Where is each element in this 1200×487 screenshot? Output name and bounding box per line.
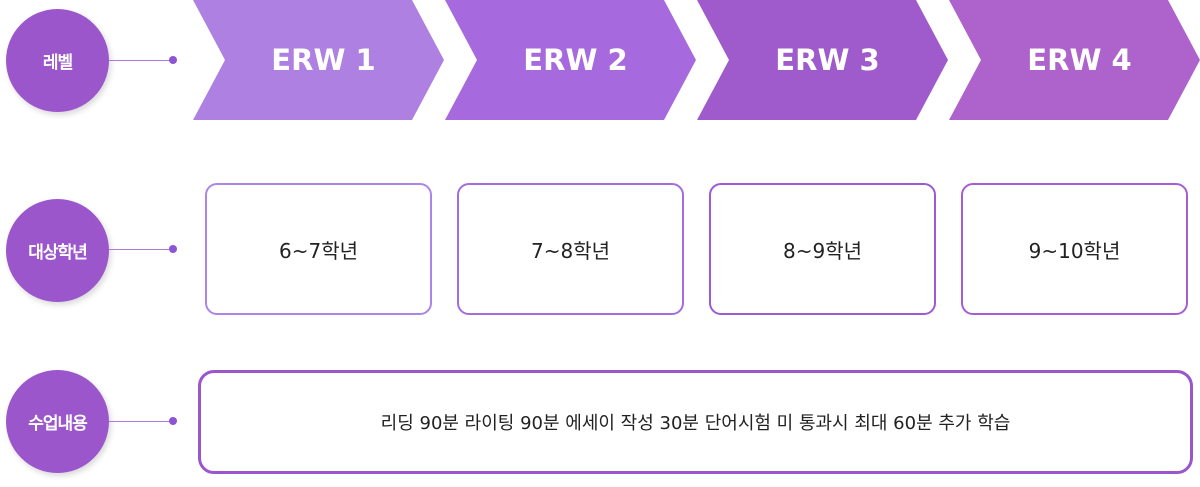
class-content-box: 리딩 90분 라이팅 90분 에세이 작성 30분 단어시험 미 통과시 최대 … bbox=[198, 370, 1193, 474]
level-chevron-erw2: ERW 2 bbox=[445, 0, 696, 120]
connector-dot bbox=[169, 417, 177, 425]
connector-line bbox=[109, 421, 173, 422]
grade-box-erw2: 7~8학년 bbox=[457, 183, 684, 315]
row-label-grade: 대상학년 bbox=[6, 199, 109, 302]
connector-line bbox=[109, 60, 173, 61]
row-label-level: 레벨 bbox=[6, 9, 109, 112]
level-chevron-erw3: ERW 3 bbox=[697, 0, 948, 120]
grade-box-erw1: 6~7학년 bbox=[205, 183, 432, 315]
level-chevron-erw4: ERW 4 bbox=[949, 0, 1200, 120]
grade-box-erw3: 8~9학년 bbox=[709, 183, 936, 315]
grade-box-erw4: 9~10학년 bbox=[961, 183, 1188, 315]
row-label-content: 수업내용 bbox=[6, 370, 109, 473]
level-chevron-erw1: ERW 1 bbox=[193, 0, 444, 120]
connector-dot bbox=[169, 245, 177, 253]
connector-dot bbox=[169, 56, 177, 64]
connector-line bbox=[109, 249, 173, 250]
